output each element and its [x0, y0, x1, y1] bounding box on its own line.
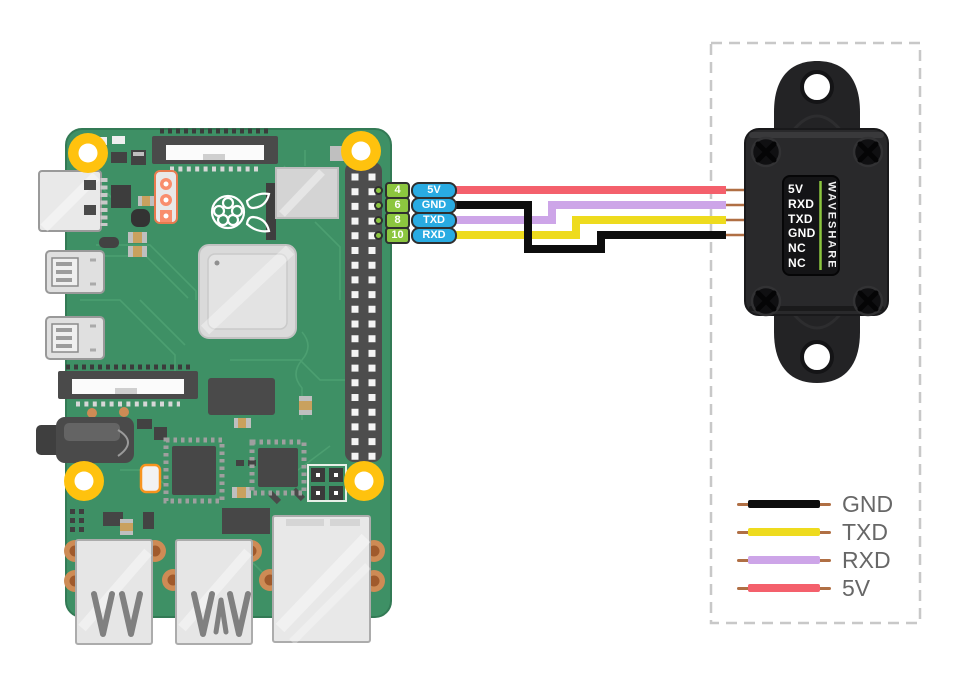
legend-color-swatch — [748, 584, 820, 592]
module-pin-label-5v: 5V — [788, 182, 804, 196]
cpu-chip — [198, 244, 297, 339]
legend-item-5v: 5V — [0, 575, 960, 601]
screw-icon — [852, 136, 884, 168]
pin-connector-dot — [374, 185, 383, 195]
pin-header-3 — [154, 170, 178, 224]
module-pin-label-rxd: RXD — [788, 197, 815, 211]
module-pin-label-txd: TXD — [788, 212, 813, 226]
usb-micro-port-1 — [45, 250, 105, 294]
wire-rxd-purple — [456, 201, 726, 224]
legend-label: TXD — [842, 519, 888, 545]
raspberry-pi-logo-icon — [210, 192, 271, 233]
wires — [456, 186, 747, 253]
legend-item-gnd: GND — [0, 491, 960, 517]
gpio-callout-pin-10: 10 RXD — [374, 226, 457, 244]
gpio-callout-pin-4: 4 5V — [374, 181, 457, 199]
qfp-chip-2 — [249, 439, 307, 496]
mounting-holes — [64, 131, 384, 501]
pin-connector-dot — [374, 215, 383, 225]
qfp-chip-1 — [163, 437, 225, 504]
screw-icon — [852, 285, 884, 317]
waveshare-logo: WAVESHARE — [825, 181, 838, 270]
module-mounting-hole-top — [800, 70, 834, 104]
dashed-boundary — [709, 41, 922, 625]
display-connector — [58, 364, 198, 407]
smd-components — [70, 136, 346, 534]
legend-label: 5V — [842, 575, 871, 601]
module-mounting-hole-bottom — [800, 340, 834, 374]
pin-number-badge: 10 — [385, 226, 410, 244]
gpio-header — [345, 162, 382, 462]
pin-connector-dot — [374, 230, 383, 240]
module-pin-label-nc2: NC — [788, 256, 806, 270]
camera-connector — [152, 128, 278, 172]
audio-jack — [36, 417, 134, 463]
legend-item-rxd: RXD — [0, 547, 960, 573]
legend-label: RXD — [842, 547, 891, 573]
screw-icon — [750, 136, 782, 168]
capacitors — [120, 196, 312, 535]
ethernet-port — [272, 515, 371, 645]
crystal-oscillator — [139, 463, 162, 494]
wire-gnd-black — [456, 201, 726, 253]
module-pin-label-nc1: NC — [788, 241, 806, 255]
wire-txd-yellow — [456, 216, 726, 239]
legend-color-swatch — [748, 500, 820, 508]
usb-port-2 — [175, 539, 253, 645]
module-label-plate — [782, 175, 840, 276]
pin-signal-badge: RXD — [411, 226, 457, 244]
legend-color-swatch — [748, 556, 820, 564]
pin-connector-dot — [374, 200, 383, 210]
hdmi-port — [38, 170, 108, 232]
wire-leads — [724, 188, 747, 237]
legend-label: GND — [842, 491, 894, 517]
usb-port-1 — [75, 539, 153, 645]
usb-micro-port-2 — [45, 316, 105, 360]
legend-item-txd: TXD — [0, 519, 960, 545]
metal-shield — [275, 167, 339, 219]
module-pin-label-gnd: GND — [788, 226, 816, 240]
sensor-module — [744, 61, 889, 383]
screw-icon — [750, 285, 782, 317]
legend-color-swatch — [748, 528, 820, 536]
raspberry-pi-board — [36, 128, 392, 645]
